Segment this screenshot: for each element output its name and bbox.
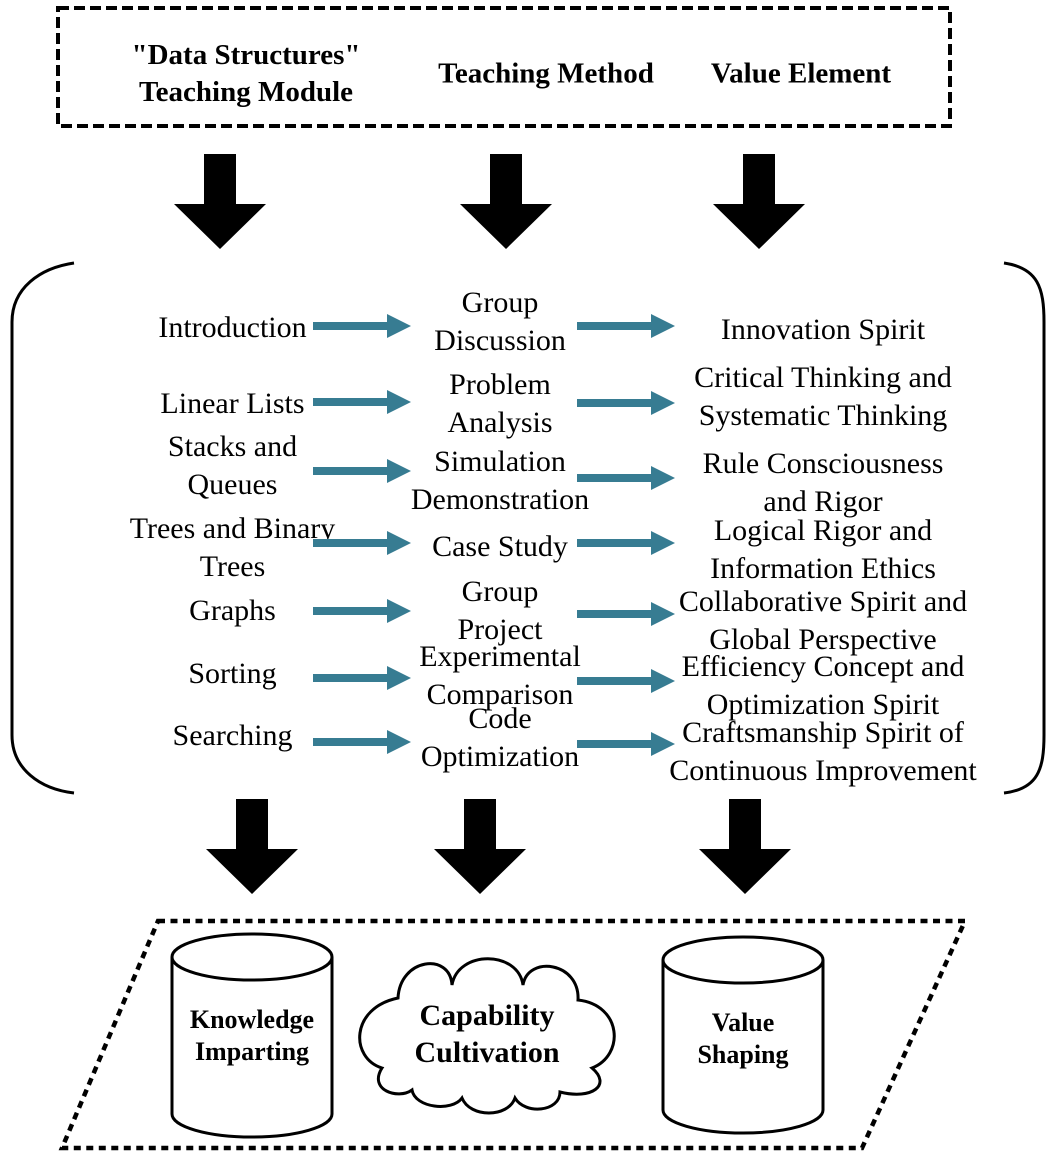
module-item: Sorting [188, 657, 277, 690]
left-parenthesis [10, 261, 75, 795]
outcome-parallelogram [58, 918, 969, 1151]
module-item: Linear Lists [160, 387, 305, 420]
module-item: Introduction [158, 311, 307, 344]
value-item: Critical Thinking and Systematic Thinkin… [694, 361, 952, 432]
right-parenthesis [1003, 261, 1046, 795]
right-arrow-icon [577, 466, 675, 490]
right-arrow-icon [313, 314, 411, 338]
value-item: Efficiency Concept and Optimization Spir… [681, 650, 965, 721]
module-item: Trees and Binary Trees [129, 512, 336, 583]
down-arrow-icon [713, 154, 805, 249]
knowledge-cylinder-shape [170, 932, 334, 1139]
method-item: Group Discussion [434, 286, 566, 357]
down-arrow-icon [174, 154, 266, 249]
down-arrow-icon [434, 799, 526, 894]
method-item: Case Study [432, 530, 568, 563]
value-item: Craftsmanship Spirit of Continuous Impro… [669, 716, 977, 787]
down-arrow-icon [699, 799, 791, 894]
capability-cloud-shape [358, 957, 616, 1115]
right-arrow-icon [313, 730, 411, 754]
right-arrow-icon [577, 669, 675, 693]
method-item: Experimental Comparison [419, 640, 581, 711]
right-arrow-icon [313, 459, 411, 483]
module-item: Searching [172, 719, 293, 752]
teaching-elements-box [56, 6, 952, 128]
down-arrow-icon [206, 799, 298, 894]
right-arrow-icon [577, 732, 675, 756]
method-item: Simulation Demonstration [410, 445, 590, 516]
right-arrow-icon [313, 599, 411, 623]
right-arrow-icon [577, 531, 675, 555]
method-item: Code Optimization [420, 702, 580, 773]
right-arrow-icon [313, 666, 411, 690]
right-arrow-icon [577, 602, 675, 626]
value-item: Innovation Spirit [720, 313, 926, 346]
value-shaping-label: Value Shaping [697, 1008, 789, 1069]
module-column-header: "Data Structures" Teaching Module [131, 39, 361, 108]
value-item: Rule Consciousness and Rigor [702, 447, 944, 518]
method-item: Problem Analysis [447, 368, 553, 439]
method-item: Group Project [457, 575, 543, 646]
down-arrow-icon [460, 154, 552, 249]
knowledge-imparting-label: Knowledge Imparting [189, 1005, 315, 1066]
right-arrow-icon [313, 390, 411, 414]
method-column-header: Teaching Method [438, 57, 654, 90]
capability-cultivation-label: Capability Cultivation [414, 999, 560, 1069]
right-arrow-icon [577, 391, 675, 415]
value-item: Logical Rigor and Information Ethics [710, 514, 936, 585]
right-arrow-icon [577, 314, 675, 338]
value-cylinder-shape [661, 935, 825, 1135]
module-item: Stacks and Queues [167, 430, 298, 501]
right-arrow-icon [313, 531, 411, 555]
value-item: Collaborative Spirit and Global Perspect… [678, 585, 968, 656]
module-item: Graphs [189, 594, 276, 627]
value-column-header: Value Element [710, 57, 892, 90]
